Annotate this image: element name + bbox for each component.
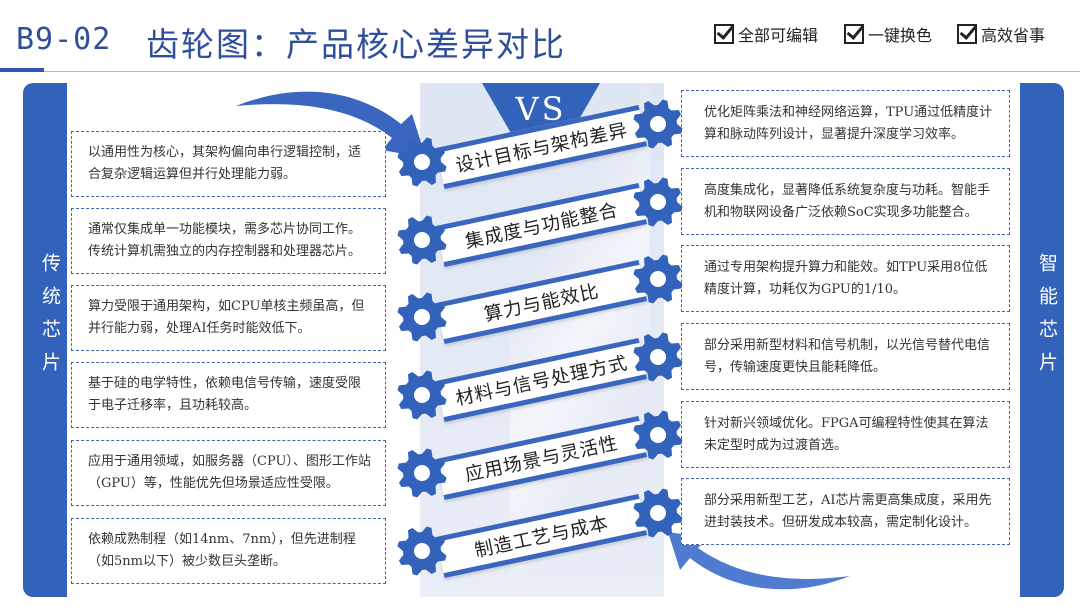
left-side-label: 传统芯片 <box>39 253 61 385</box>
feature-label: 高效省事 <box>981 26 1046 45</box>
right-side-bar: 智能芯片 <box>1020 83 1064 597</box>
left-text: 通常仅集成单一功能模块，需多芯片协同工作。传统计算机需独立的内存控制器和处理器芯… <box>88 222 362 259</box>
right-text-box: 针对新兴领域优化。FPGA可编程特性使其在算法未定型时成为过渡首选。 <box>681 401 1010 468</box>
right-text: 高度集成化，显著降低系统复杂度与功耗。智能手机和物联网设备广泛依赖SoC实现多功… <box>704 182 991 220</box>
left-text: 基于硅的电学特性，依赖电信号传输，速度受限于电子迁移率，且功耗较高。 <box>88 376 362 413</box>
right-text-box: 优化矩阵乘法和神经网络运算，TPU通过低精度计算和脉动阵列设计，显著提升深度学习… <box>681 90 1010 157</box>
left-side-bar: 传统芯片 <box>23 83 67 597</box>
left-text-box: 基于硅的电学特性，依赖电信号传输，速度受限于电子迁移率，且功耗较高。 <box>71 362 386 428</box>
left-text: 以通用性为核心，其架构偏向串行逻辑控制，适合复杂逻辑运算但并行处理能力弱。 <box>88 145 362 182</box>
feature-check-recolor: 一键换色 <box>844 22 932 46</box>
gear-icon <box>633 410 683 460</box>
right-side-label: 智能芯片 <box>1036 253 1058 385</box>
checkbox-icon <box>714 24 734 44</box>
gear-icon <box>397 292 447 342</box>
title-divider <box>44 71 1080 72</box>
right-text: 部分采用新型工艺，AI芯片需更高集成度，采用先进封装技术。但研发成本较高，需定制… <box>704 492 992 530</box>
gear-icon <box>397 137 447 187</box>
gear-icon <box>633 488 683 538</box>
gear-icon <box>633 332 683 382</box>
feature-label: 全部可编辑 <box>738 26 819 45</box>
left-text: 算力受限于通用架构，如CPU单核主频虽高，但并行能力弱，处理AI任务时能效低下。 <box>88 299 365 336</box>
right-text-box: 部分采用新型材料和信号机制，以光信号替代电信号，传输速度更快且能耗降低。 <box>681 323 1010 390</box>
left-text-box: 应用于通用领域，如服务器（CPU）、图形工作站（GPU）等，性能优先但场景适应性… <box>71 440 386 506</box>
checkbox-icon <box>957 24 977 44</box>
right-text-box: 高度集成化，显著降低系统复杂度与功耗。智能手机和物联网设备广泛依赖SoC实现多功… <box>681 168 1010 235</box>
right-text: 部分采用新型材料和信号机制，以光信号替代电信号，传输速度更快且能耗降低。 <box>704 337 991 375</box>
gear-icon <box>397 370 447 420</box>
right-text-box: 通过专用架构提升算力和能效。如TPU采用8位低精度计算，功耗仅为GPU的1/10… <box>681 245 1010 312</box>
feature-check-editable: 全部可编辑 <box>714 22 818 46</box>
gear-icon <box>633 177 683 227</box>
gear-icon <box>397 526 447 576</box>
left-text: 应用于通用领域，如服务器（CPU）、图形工作站（GPU）等，性能优先但场景适应性… <box>88 454 371 491</box>
left-text-box: 算力受限于通用架构，如CPU单核主频虽高，但并行能力弱，处理AI任务时能效低下。 <box>71 285 386 351</box>
gear-icon <box>633 254 683 304</box>
right-text: 通过专用架构提升算力和能效。如TPU采用8位低精度计算，功耗仅为GPU的1/10… <box>704 259 988 297</box>
left-text-box: 依赖成熟制程（如14nm、7nm），但先进制程（如5nm以下）被少数巨头垄断。 <box>71 518 386 584</box>
slide-title: 齿轮图：产品核心差异对比 <box>146 25 566 64</box>
left-text-box: 以通用性为核心，其架构偏向串行逻辑控制，适合复杂逻辑运算但并行处理能力弱。 <box>71 131 386 197</box>
right-text-box: 部分采用新型工艺，AI芯片需更高集成度，采用先进封装技术。但研发成本较高，需定制… <box>681 478 1010 545</box>
right-text: 针对新兴领域优化。FPGA可编程特性使其在算法未定型时成为过渡首选。 <box>704 415 989 453</box>
right-text: 优化矩阵乘法和神经网络运算，TPU通过低精度计算和脉动阵列设计，显著提升深度学习… <box>704 104 993 142</box>
left-text: 依赖成熟制程（如14nm、7nm），但先进制程（如5nm以下）被少数巨头垄断。 <box>88 532 356 569</box>
feature-check-efficient: 高效省事 <box>957 22 1045 46</box>
gear-icon <box>633 99 683 149</box>
gear-icon <box>397 215 447 265</box>
slide-code: B9-02 <box>16 22 112 57</box>
checkbox-icon <box>844 24 864 44</box>
left-text-box: 通常仅集成单一功能模块，需多芯片协同工作。传统计算机需独立的内存控制器和处理器芯… <box>71 208 386 274</box>
feature-label: 一键换色 <box>868 26 933 45</box>
title-accent-bar <box>0 68 44 72</box>
gear-icon <box>397 448 447 498</box>
